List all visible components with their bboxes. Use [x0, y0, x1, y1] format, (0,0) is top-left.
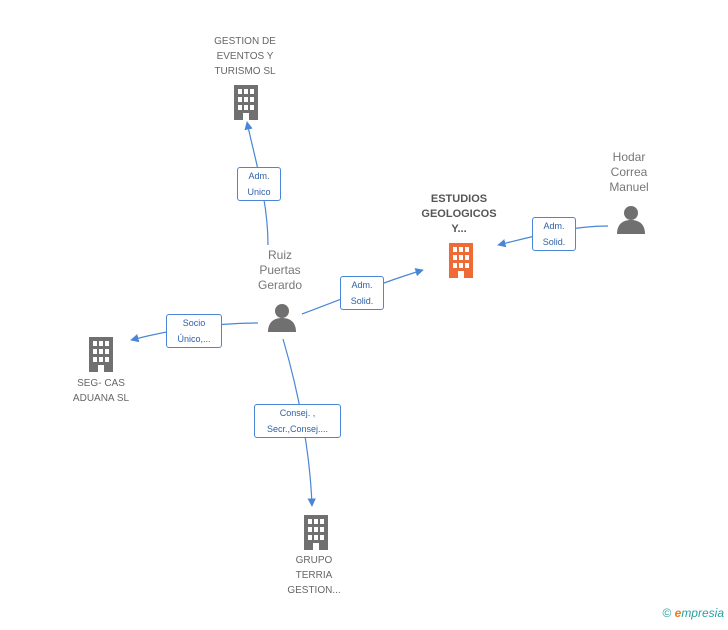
edge-label-hodar-estudios[interactable]: Adm. Solid.	[532, 217, 576, 251]
edge-label-ruiz-seg[interactable]: Socio Único,...	[166, 314, 222, 348]
label-line: TERRIA	[295, 570, 333, 581]
edge-label-line: Secr.,Consej....	[266, 424, 329, 434]
edge-label-line: Socio	[182, 318, 206, 328]
edge-label-ruiz-gestion[interactable]: Adm. Unico	[237, 167, 281, 201]
edge-label-line: Adm.	[543, 221, 565, 231]
label-line: GESTION...	[287, 585, 341, 596]
company-label-gestion-eventos[interactable]: GESTION DE EVENTOS Y TURISMO SL	[195, 34, 295, 79]
edge-label-line: Adm.	[351, 280, 373, 290]
company-label-seg-cas[interactable]: SEG- CAS ADUANA SL	[51, 376, 151, 406]
label-line: ADUANA SL	[72, 393, 130, 404]
edge-label-line: Solid.	[350, 296, 374, 306]
person-label-ruiz[interactable]: Ruiz Puertas Gerardo	[240, 248, 320, 293]
label-line: Gerardo	[257, 278, 303, 292]
edge-label-line: Solid.	[542, 237, 566, 247]
label-line: SEG- CAS	[77, 378, 125, 389]
edge-label-ruiz-grupo[interactable]: Consej. , Secr.,Consej....	[254, 404, 341, 438]
brand-logo-e: e	[674, 606, 682, 620]
copyright-icon: ©	[662, 606, 672, 620]
label-line: Ruiz	[267, 248, 292, 262]
company-label-estudios-geologicos[interactable]: ESTUDIOS GEOLOGICOS Y...	[409, 192, 509, 237]
edge-label-ruiz-estudios[interactable]: Adm. Solid.	[340, 276, 384, 310]
label-line: ESTUDIOS	[430, 193, 488, 205]
label-line: GEOLOGICOS	[421, 208, 497, 220]
label-line: Hodar	[612, 150, 646, 164]
label-line: Y...	[451, 223, 467, 235]
label-line: Correa	[610, 165, 648, 179]
edge-label-line: Unico	[247, 187, 271, 197]
brand-footer: © empresia	[662, 606, 724, 620]
person-icon[interactable]	[267, 302, 297, 332]
brand-logo-text: mpresia	[681, 606, 724, 620]
building-icon[interactable]	[301, 514, 331, 550]
label-line: EVENTOS Y	[216, 51, 274, 62]
label-line: GRUPO	[295, 555, 333, 566]
company-label-grupo-terria[interactable]: GRUPO TERRIA GESTION...	[264, 553, 364, 598]
person-icon[interactable]	[616, 204, 646, 234]
building-icon[interactable]	[86, 336, 116, 372]
edge-label-line: Único,...	[177, 334, 211, 344]
building-icon[interactable]	[446, 242, 476, 278]
person-label-hodar[interactable]: Hodar Correa Manuel	[589, 150, 669, 195]
label-line: GESTION DE	[214, 36, 276, 47]
label-line: TURISMO SL	[214, 66, 276, 77]
building-icon[interactable]	[231, 84, 261, 120]
edge-label-line: Adm.	[248, 171, 270, 181]
label-line: Puertas	[259, 263, 301, 277]
edge-label-line: Consej. ,	[279, 408, 316, 418]
label-line: Manuel	[609, 180, 649, 194]
